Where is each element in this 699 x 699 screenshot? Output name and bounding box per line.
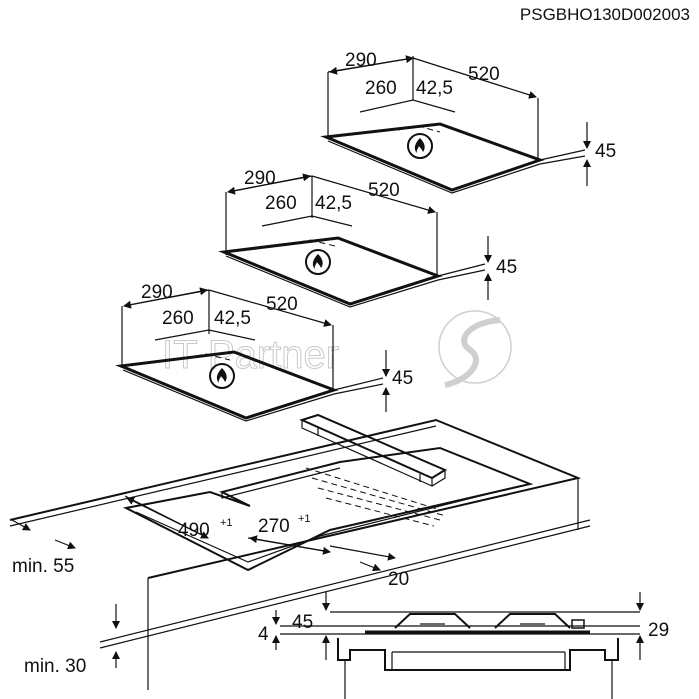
gas-flame-icon: [305, 249, 331, 275]
hob-bottom-offset: 42,5: [214, 308, 251, 329]
hob-middle-depth: 520: [368, 180, 400, 201]
hob-top: 290 260 42,5 520 45: [320, 50, 616, 194]
cutout-width: 490: [178, 520, 210, 541]
drawing-code: PSGBHO130D002003: [520, 5, 690, 24]
cutout-depth: 270: [258, 516, 290, 537]
control-knob-icon: [571, 619, 585, 629]
section-right-dim: 29: [648, 620, 669, 641]
cutout-depth-tolerance: +1: [298, 513, 311, 525]
watermark-text: IT Partner: [162, 333, 339, 377]
gas-flame-icon: [407, 133, 433, 159]
min-bottom-distance: min. 30: [24, 656, 86, 677]
hob-top-depth: 520: [468, 64, 500, 85]
section-view: 45 4 29: [258, 592, 669, 699]
hob-middle: 290 260 42,5 520 45: [218, 168, 517, 308]
hob-middle-width: 290: [244, 168, 276, 189]
hob-middle-offset: 42,5: [315, 193, 352, 214]
hob-bottom-width: 290: [141, 282, 173, 303]
worktop: 490 +1 270 +1 20 min. 55 min. 30: [9, 418, 591, 690]
hob-top-width: 290: [345, 50, 377, 71]
connecting-bar: [299, 413, 448, 487]
hob-top-offset: 42,5: [416, 78, 453, 99]
hob-top-height: 45: [595, 141, 616, 162]
hob-middle-height: 45: [496, 257, 517, 278]
section-thin-dim: 4: [258, 624, 269, 645]
cutout-width-tolerance: +1: [220, 517, 233, 529]
hob-middle-center: 260: [265, 193, 297, 214]
hob-bottom-depth: 520: [266, 294, 298, 315]
hob-top-center: 260: [365, 78, 397, 99]
watermark-logo-icon: [438, 310, 512, 384]
watermark: IT Partner: [162, 310, 512, 388]
hob-bottom: 290 260 42,5 520 45: [115, 282, 413, 422]
hob-bottom-center: 260: [162, 308, 194, 329]
cutout-edge: 20: [388, 569, 409, 590]
min-front-distance: min. 55: [12, 556, 74, 577]
hob-bottom-height: 45: [392, 368, 413, 389]
section-left-dim: 45: [292, 612, 313, 633]
